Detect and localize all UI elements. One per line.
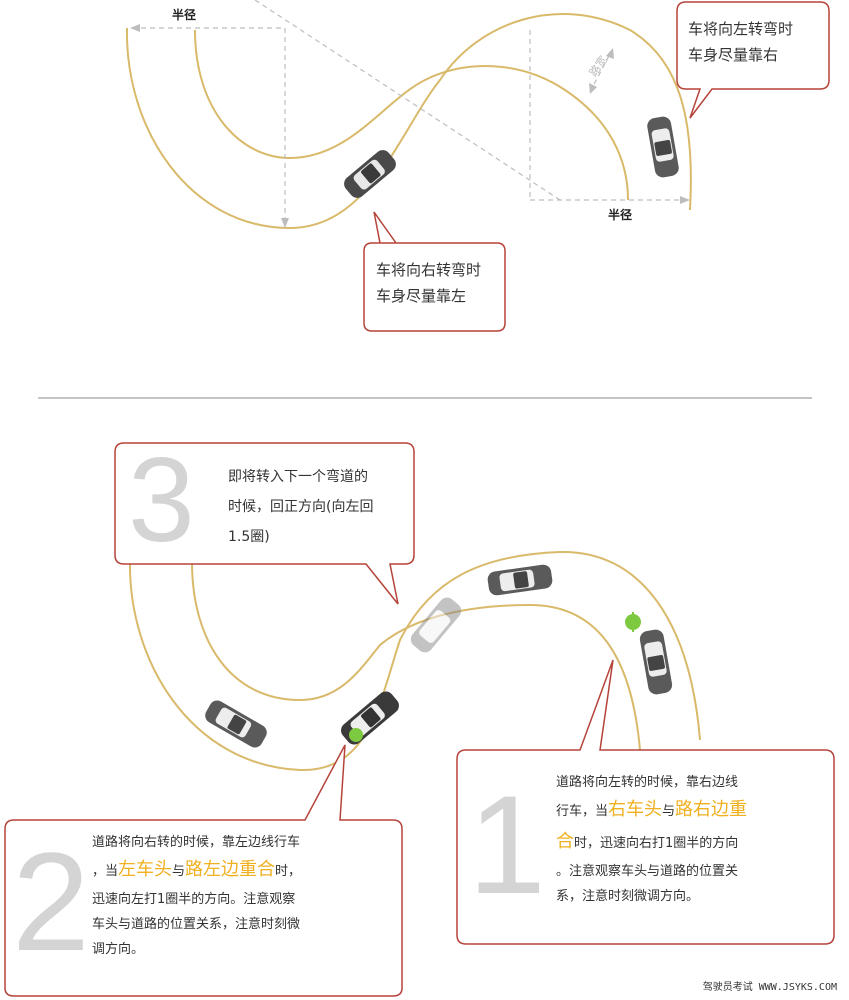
bottom-road-outer-edge: [128, 550, 701, 772]
top-car-middle: [344, 150, 396, 198]
top-road: [125, 13, 692, 230]
step1-highlight-2: 路右边重: [675, 799, 748, 820]
bubble-left-turn-line-2: 车身尽量靠右: [688, 46, 779, 64]
bottom-car-ghost: [410, 597, 462, 653]
step3-line-2: 时候，回正方向(向左回: [228, 499, 374, 515]
footer-watermark: 驾驶员考试 WWW.JSYKS.COM: [702, 982, 837, 993]
step1-line-2-mid: 与: [662, 804, 676, 819]
step2-line-2-pre: ，当: [92, 864, 119, 879]
step2-highlight-1: 左车头: [118, 859, 173, 880]
bottom-car-left: [205, 700, 267, 748]
step2-line-2: ，当左车头与路左边重合时，: [92, 855, 397, 887]
bubble-step1-frame: [456, 659, 835, 945]
step1-line-3-post: 时，迅速向右打1圈半的方向: [574, 836, 739, 851]
top-road-inner-edge: [195, 30, 520, 170]
step2-line-1: 道路将向右转的时候，靠左边线行车: [92, 835, 301, 850]
step2-text: 道路将向右转的时候，靠左边线行车 ，当左车头与路左边重合时， 迅速向左打1圈半的…: [92, 830, 397, 962]
bubble-step3-frame: [114, 442, 415, 605]
step3-line-3: 1.5圈): [228, 529, 270, 545]
radius-label-left: 半径: [172, 8, 197, 22]
bottom-road: [128, 550, 701, 772]
bottom-road-inner-edge: [191, 561, 641, 751]
step2-number: 2: [12, 823, 90, 980]
step1-line-1: 道路将向左转的时候，靠右边线: [556, 775, 739, 790]
bottom-car-middle: [341, 691, 399, 745]
bubble-step2-frame: [4, 744, 403, 997]
step2-line-3: 迅速向左打1圈半的方向。注意观察: [92, 892, 296, 907]
bubble-left-turn: 车将向左转弯时 车身尽量靠右: [688, 16, 823, 68]
top-road-outer-edge: [125, 13, 692, 230]
bubble-left-turn-frame: [676, 1, 830, 119]
bubble-right-turn-line-1: 车将向右转弯时: [376, 261, 482, 279]
step1-highlight-1: 右车头: [608, 799, 663, 820]
radius-label-right: 半径: [608, 208, 633, 222]
step3-number: 3: [128, 433, 195, 567]
guide-arrowheads: [130, 24, 690, 228]
step1-line-3: 合时，迅速向右打1圈半的方向: [556, 827, 828, 859]
step2-highlight-2: 路左边重合: [185, 859, 276, 880]
bubble-left-turn-line-1: 车将向左转弯时: [688, 20, 794, 38]
step2-line-4: 车头与道路的位置关系，注意时刻微: [92, 917, 301, 932]
step1-line-2-pre: 行车，当: [556, 804, 609, 819]
step1-line-5: 系，注意时刻微调方向。: [556, 889, 700, 904]
top-road-inner-edge-2: [194, 29, 629, 201]
step1-line-4: 。注意观察车头与道路的位置关: [556, 864, 739, 879]
step2-line-5: 调方向。: [92, 942, 145, 957]
marker-left: [349, 728, 363, 742]
step3-text: 即将转入下一个弯道的 时候，回正方向(向左回 1.5圈): [228, 462, 410, 552]
step1-highlight-3: 合: [556, 831, 574, 852]
marker-right: [625, 612, 641, 632]
step2-line-2-post: 时，: [275, 864, 302, 879]
bottom-car-right: [639, 629, 673, 695]
step1-line-2: 行车，当右车头与路右边重: [556, 795, 828, 827]
bubble-right-turn-line-2: 车身尽量靠左: [376, 287, 467, 305]
bubble-right-turn-frame: [363, 211, 506, 332]
step2-line-2-mid: 与: [172, 864, 186, 879]
step1-text: 道路将向左转的时候，靠右边线 行车，当右车头与路右边重 合时，迅速向右打1圈半的…: [556, 770, 828, 909]
bottom-car-top-right: [487, 564, 553, 596]
step3-line-1: 即将转入下一个弯道的: [228, 469, 368, 485]
bubble-right-turn: 车将向右转弯时 车身尽量靠左: [376, 257, 501, 309]
top-car-right: [647, 116, 679, 178]
step1-number: 1: [468, 766, 546, 923]
top-guides: [132, 0, 690, 228]
